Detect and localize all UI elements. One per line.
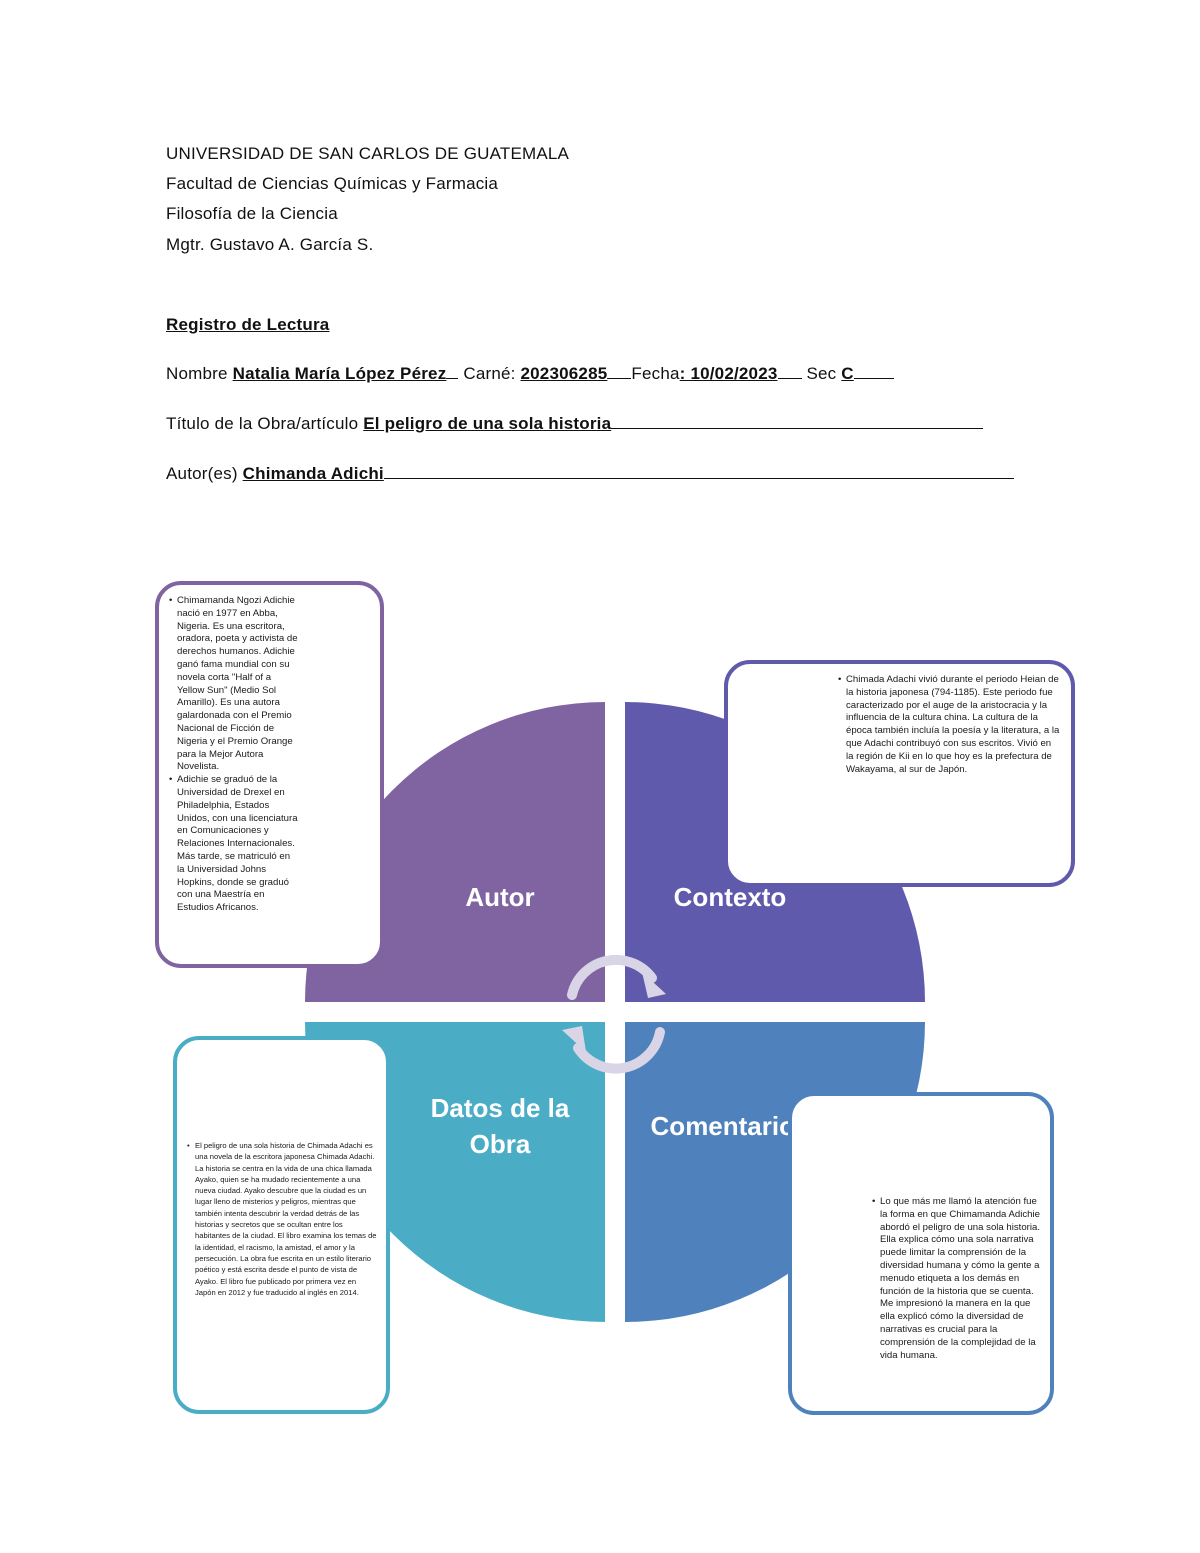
carne-label: Carné: — [463, 364, 521, 383]
autor-note-2: Adichie se graduó de la Universidad de D… — [169, 774, 300, 915]
teacher-name: Mgtr. Gustavo A. García S. — [166, 235, 374, 254]
contexto-notes-box: Chimada Adachi vivió durante el periodo … — [724, 660, 1075, 887]
comentarios-label: Comentarios — [650, 1111, 810, 1141]
document-title: Registro de Lectura — [166, 315, 330, 334]
faculty-name: Facultad de Ciencias Químicas y Farmacia — [166, 174, 499, 193]
titulo-value: El peligro de una sola historia — [363, 414, 612, 433]
university-name: UNIVERSIDAD DE SAN CARLOS DE GUATEMALA — [166, 144, 570, 163]
comentarios-note-1: Lo que más me llamó la atención fue la f… — [872, 1196, 1040, 1362]
autor-label: Autor(es) — [166, 464, 243, 483]
titulo-label: Título de la Obra/artículo — [166, 414, 364, 433]
comentarios-notes-list: Lo que más me llamó la atención fue la f… — [872, 1196, 1040, 1362]
titulo-line: Título de la Obra/artículo El peligro de… — [166, 414, 984, 434]
datos-notes-box: El peligro de una sola historia de Chima… — [173, 1036, 390, 1414]
sec-label: Sec — [806, 364, 842, 383]
carne-value: 202306285 — [520, 364, 608, 383]
autor-notes-box: Chimamanda Ngozi Adichie nació en 1977 e… — [155, 581, 384, 968]
cycle-arrows-icon — [562, 954, 666, 1074]
student-info-line: Nombre Natalia María López Pérez Carné: … — [166, 364, 894, 384]
nombre-value: Natalia María López Pérez — [232, 364, 447, 383]
contexto-note-1: Chimada Adachi vivió durante el periodo … — [838, 674, 1061, 776]
datos-label-line1: Datos de la — [430, 1093, 570, 1123]
autor-value: Chimanda Adichi — [242, 464, 384, 483]
fecha-value: : 10/02/2023 — [679, 364, 778, 383]
autor-label: Autor — [465, 882, 535, 912]
comentarios-notes-box: Lo que más me llamó la atención fue la f… — [788, 1092, 1054, 1415]
datos-label-line2: Obra — [469, 1129, 531, 1159]
nombre-label: Nombre — [166, 364, 233, 383]
contexto-notes-list: Chimada Adachi vivió durante el periodo … — [838, 674, 1061, 776]
datos-note-1: El peligro de una sola historia de Chima… — [187, 1140, 378, 1298]
datos-notes-list: El peligro de una sola historia de Chima… — [187, 1140, 378, 1298]
sec-value: C — [841, 364, 854, 383]
fecha-label: Fecha — [631, 364, 680, 383]
autor-line: Autor(es) Chimanda Adichi — [166, 464, 1014, 484]
contexto-label: Contexto — [673, 882, 787, 912]
course-name: Filosofía de la Ciencia — [166, 204, 338, 223]
autor-note-1: Chimamanda Ngozi Adichie nació en 1977 e… — [169, 595, 300, 774]
datos-label: Datos de la Obra — [410, 1090, 590, 1162]
autor-notes-list: Chimamanda Ngozi Adichie nació en 1977 e… — [169, 595, 300, 915]
